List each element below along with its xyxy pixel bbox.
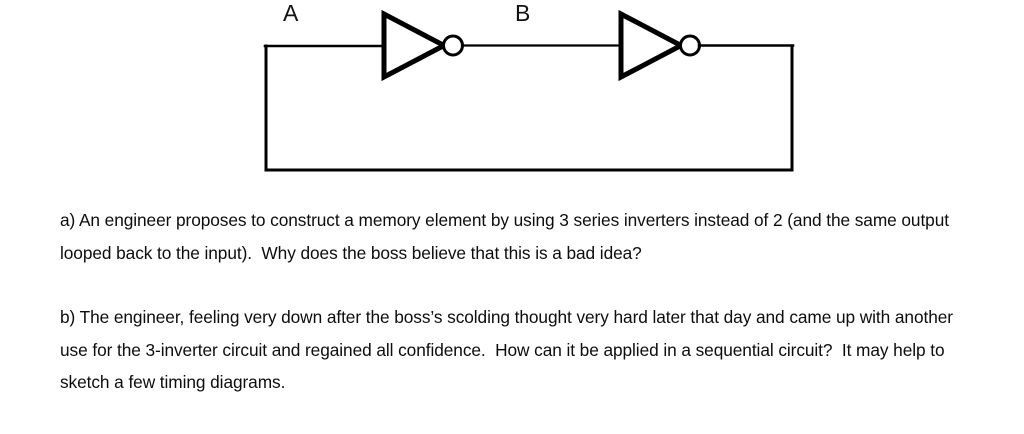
node-label-b: B <box>515 0 531 26</box>
circuit-schematic-svg <box>263 9 795 172</box>
question-text-block: a) An engineer proposes to construct a m… <box>60 204 980 399</box>
question-paragraph-a: a) An engineer proposes to construct a m… <box>60 210 954 263</box>
feedback-loop-wire <box>264 44 794 172</box>
circuit-figure: A B <box>0 0 1024 195</box>
inverter-2-triangle <box>618 9 687 82</box>
inverter-1-triangle <box>381 9 450 82</box>
node-label-a: A <box>283 0 299 26</box>
inverter-2-bubble <box>679 34 701 57</box>
question-paragraph-b: b) The engineer, feeling very down after… <box>60 307 958 392</box>
inverter-1-bubble <box>442 34 464 57</box>
